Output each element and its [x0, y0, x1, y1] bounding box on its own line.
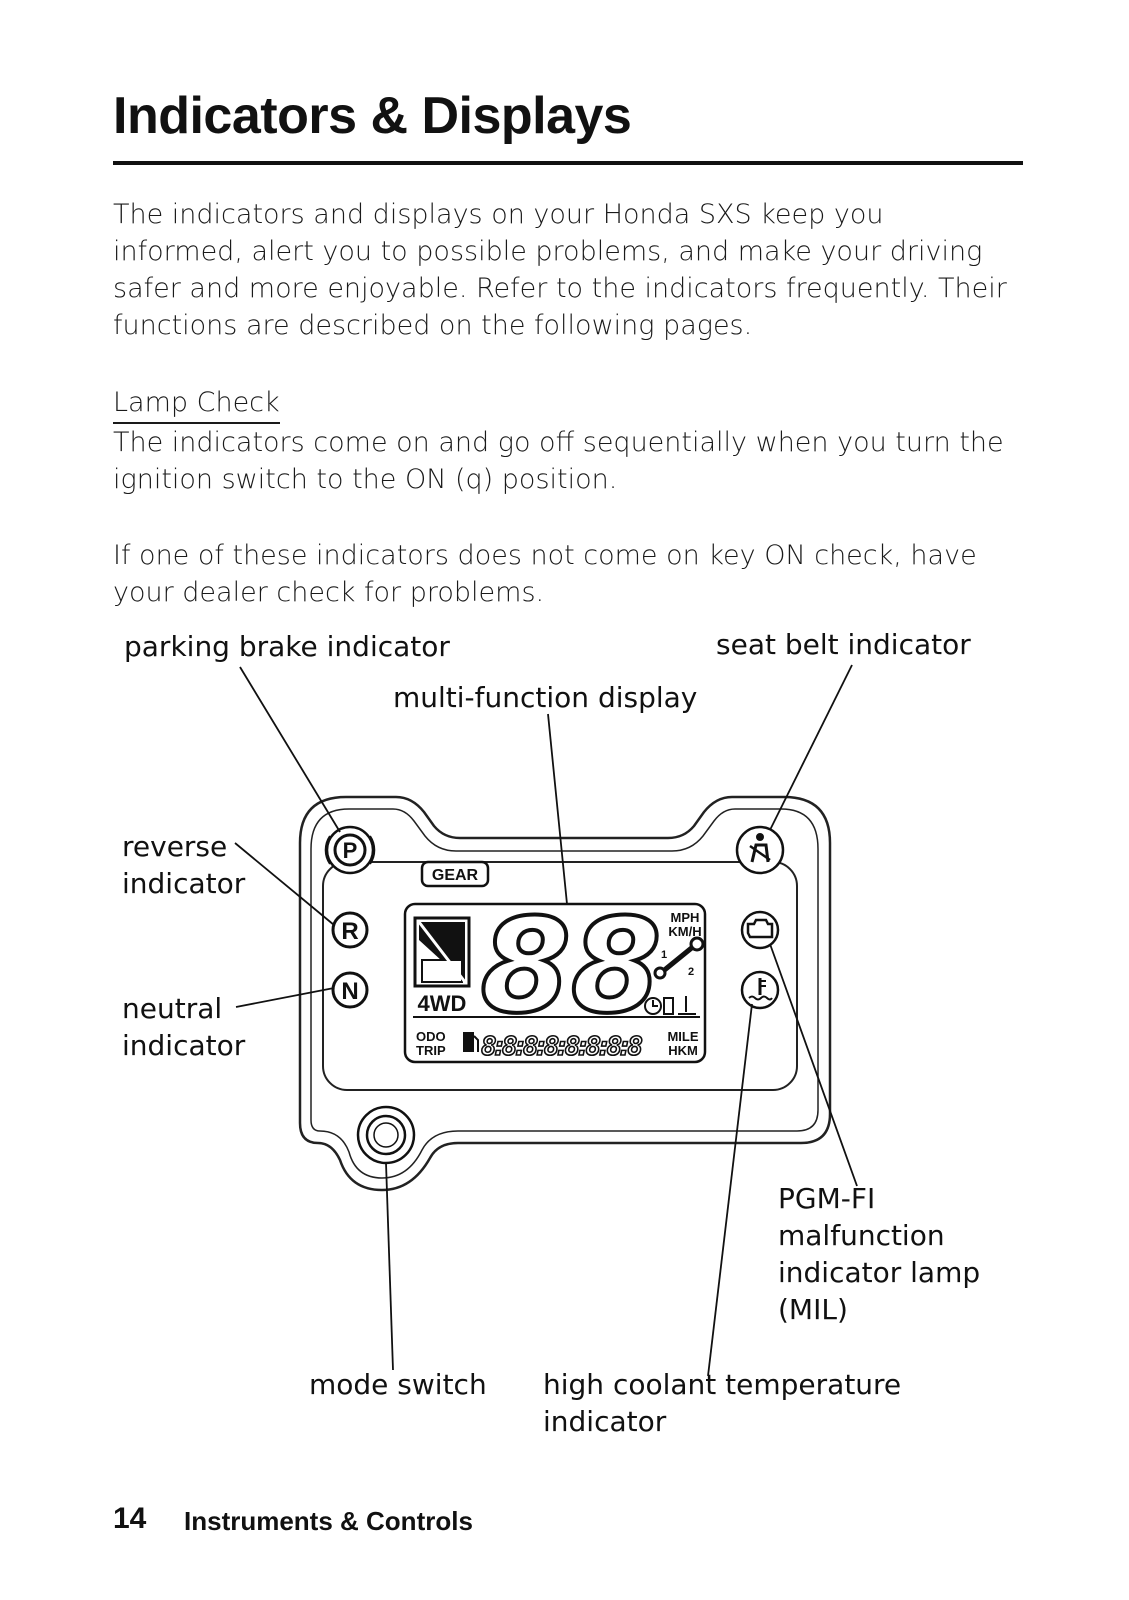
leader-mode-switch: [385, 1162, 394, 1371]
wrench-icon: [653, 936, 705, 980]
lcd-screen: [403, 902, 707, 1064]
leader-parking-brake: [239, 666, 341, 833]
seat-belt-icon: [735, 825, 785, 875]
page-title: Indicators & Displays: [113, 87, 632, 145]
panel-inner-housing: [310, 808, 819, 1179]
leader-coolant: [707, 1003, 753, 1377]
gear-label: GEAR: [432, 867, 479, 884]
callout-neutral-2: indicator: [122, 1029, 246, 1062]
callout-pgmfi-3: indicator lamp: [778, 1256, 980, 1289]
intro-paragraph: The indicators and displays on your Hond…: [113, 199, 1007, 341]
coolant-temp-icon: [740, 970, 780, 1010]
lamp-check-paragraph: The indicators come on and go off sequen…: [113, 427, 1004, 495]
callout-pgmfi-2: malfunction: [778, 1219, 945, 1252]
speed-digits: 88: [481, 890, 662, 1042]
display-frame: [322, 861, 798, 1091]
kmh-label: KM/H: [668, 924, 701, 939]
mph-label: MPH: [671, 910, 700, 925]
leader-multi-function: [547, 713, 568, 905]
reverse-letter: R: [341, 918, 358, 945]
page-number: 14: [113, 1502, 147, 1535]
callout-pgmfi-1: PGM-FI: [778, 1182, 875, 1215]
lamp-check-heading: Lamp Check: [113, 384, 280, 424]
leader-seat-belt: [769, 664, 853, 831]
neutral-icon: [331, 971, 369, 1009]
mile-label: MILE: [667, 1029, 698, 1044]
fuel-bar-icon: [663, 997, 674, 1015]
mode-switch-icon: [356, 1105, 416, 1165]
callout-multi-function: multi-function display: [393, 681, 697, 714]
maint-1: 1: [661, 949, 667, 961]
reverse-icon: [331, 911, 369, 949]
engine-mil-icon: [740, 910, 780, 950]
coolant-small-icon: [678, 996, 696, 1015]
odo-digits: 8:8:8:8:8:8:8:8: [481, 1032, 643, 1062]
dealer-paragraph: If one of these indicators does not come…: [113, 540, 977, 608]
parking-brake-letter: P: [343, 838, 358, 863]
callout-coolant-1: high coolant temperature: [543, 1368, 901, 1401]
section-title: Instruments & Controls: [184, 1506, 473, 1536]
callout-reverse-2: indicator: [122, 867, 246, 900]
leader-lines: [234, 664, 858, 1377]
callout-reverse-1: reverse: [122, 830, 227, 863]
gear-segment-slash: [417, 921, 467, 983]
leader-neutral: [235, 987, 335, 1008]
callout-mode-switch: mode switch: [309, 1368, 487, 1401]
maint-2: 2: [688, 966, 694, 978]
callout-seat-belt: seat belt indicator: [716, 628, 971, 661]
clock-icon: [644, 997, 662, 1015]
hkm-label: HKM: [668, 1043, 698, 1058]
callout-pgmfi-4: (MIL): [778, 1293, 848, 1326]
callout-coolant-2: indicator: [543, 1405, 667, 1438]
gear-badge: [420, 860, 490, 888]
leader-pgmfi: [769, 943, 858, 1187]
callout-neutral-1: neutral: [122, 992, 222, 1025]
fwd-label: 4WD: [418, 991, 467, 1016]
title-rule: [113, 161, 1023, 165]
neutral-letter: N: [341, 978, 358, 1005]
fuel-icon: [463, 1032, 479, 1052]
leader-reverse: [234, 842, 335, 926]
parking-brake-icon: [324, 825, 376, 875]
callout-parking-brake: parking brake indicator: [124, 630, 450, 663]
odo-label: ODO: [416, 1029, 446, 1044]
trip-label: TRIP: [416, 1043, 446, 1058]
